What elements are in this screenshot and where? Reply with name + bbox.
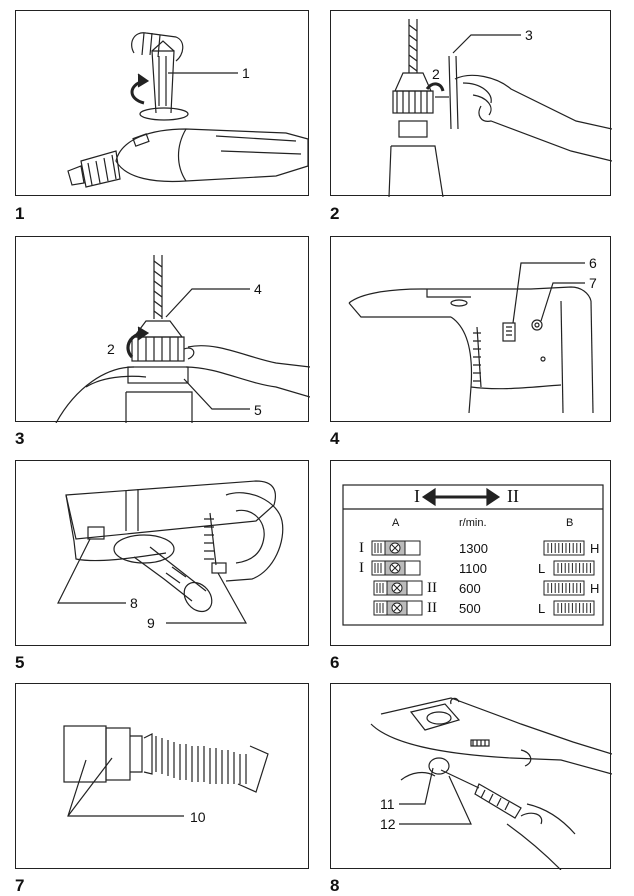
figure-2-panel: 3 2 [330,10,612,197]
fig8-callout-11: 11 [380,796,395,812]
fig6-drawing [342,484,604,626]
fig3-callout-2: 2 [107,341,115,357]
fig5-callout-8: 8 [130,595,138,611]
fig3-number: 3 [15,429,25,448]
speed-row: I 1100 L [331,559,612,577]
fig6-col-a-header: A [392,517,400,529]
speed-row-b-label: L [538,601,546,616]
figure-8-panel: 11 12 [330,683,612,870]
speed-switch-b-icon [553,560,595,576]
fig3-drawing [55,255,310,423]
fig7-drawing [63,725,269,817]
speed-row-rpm: 1300 [459,541,488,556]
fig6-col-b-header: B [566,517,574,529]
fig3-callout-4: 4 [254,281,262,297]
speed-switch-a-icon [371,540,421,556]
speed-row: I 1300 H [331,539,612,557]
speed-row-left-mark: I [359,540,364,556]
speed-switch-a-icon [373,580,423,596]
speed-switch-a-icon [371,560,421,576]
fig5-callout-9: 9 [147,615,155,631]
fig3-callout-5: 5 [254,402,262,418]
fig4-callout-6: 6 [589,255,597,271]
fig8-callout-12: 12 [380,816,396,832]
fig5-number: 5 [15,653,25,672]
fig8-drawing [370,697,612,870]
figure-5-panel: 8 9 [15,460,309,646]
speed-row-left-mark: I [359,560,364,576]
speed-row-right-mark: II [427,580,437,596]
speed-row-b-label: H [590,541,600,556]
fig2-number: 2 [330,204,340,223]
speed-row: II 500 L [331,599,612,617]
figure-7-panel: 10 [15,683,309,869]
fig8-number: 8 [330,876,340,895]
fig5-drawing [57,480,284,624]
fig1-drawing [67,32,309,188]
figure-3-panel: 4 2 5 [15,236,310,423]
fig6-arrow-right-label: II [507,486,519,506]
speed-row-rpm: 600 [459,581,481,596]
fig4-drawing [348,262,594,414]
fig1-number: 1 [15,204,25,223]
speed-switch-a-icon [373,600,423,616]
fig6-number: 6 [330,653,340,672]
fig1-callout-1: 1 [242,65,250,81]
fig4-callout-7: 7 [589,275,597,291]
speed-row-b-label: L [538,561,546,576]
fig2-drawing [388,19,612,197]
speed-switch-b-icon [543,580,585,596]
figure-4-panel: 6 7 [330,236,611,422]
speed-row-rpm: 1100 [459,561,487,576]
fig7-callout-10: 10 [190,809,206,825]
fig2-callout-2: 2 [432,66,440,82]
speed-row-b-label: H [590,581,600,596]
speed-switch-b-icon [553,600,595,616]
fig7-number: 7 [15,876,25,895]
figure-1-panel: 1 [15,10,309,196]
fig6-col-rpm-header: r/min. [459,517,487,529]
fig6-arrow-left-label: I [414,486,420,506]
speed-row: II 600 H [331,579,612,597]
speed-row-rpm: 500 [459,601,481,616]
speed-row-right-mark: II [427,600,437,616]
fig4-number: 4 [330,429,340,448]
speed-switch-b-icon [543,540,585,556]
fig2-callout-3: 3 [525,27,533,43]
